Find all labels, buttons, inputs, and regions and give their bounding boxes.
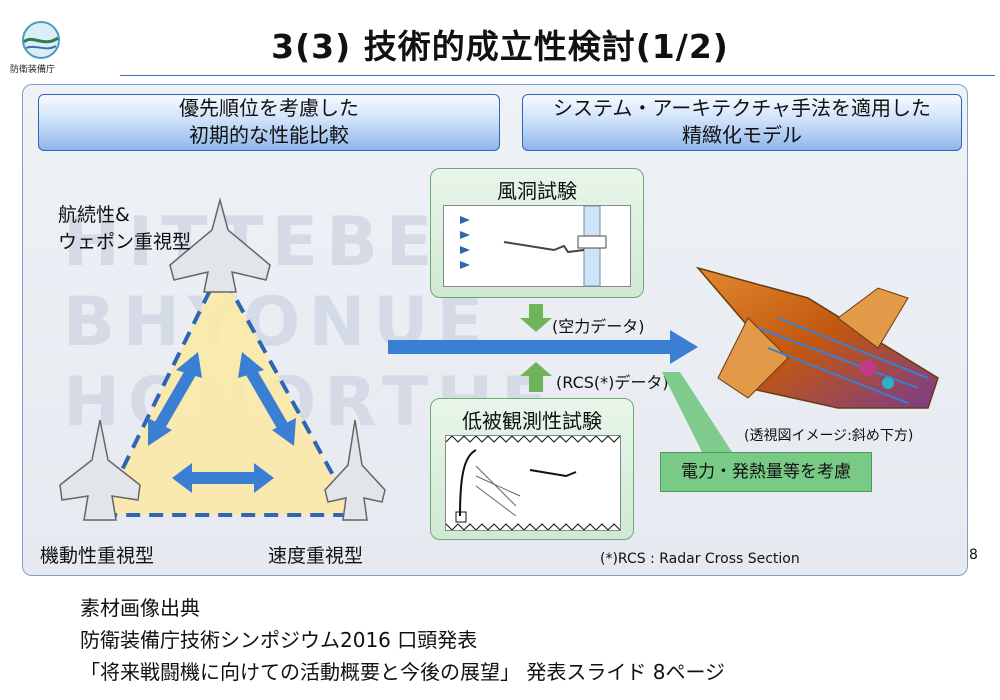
organization-name: 防衛装備庁 — [10, 65, 56, 75]
model-aircraft-icon — [503, 241, 585, 254]
banner-initial-comparison: 優先順位を考慮した 初期的な性能比較 — [38, 94, 500, 151]
rcs-footnote: (*)RCS : Radar Cross Section — [600, 551, 800, 567]
source-line-2: 「将来戦闘機に向けての活動概要と今後の展望」 発表スライド 8ページ — [80, 660, 726, 684]
wind-tunnel-box: 風洞試験 — [430, 168, 644, 298]
up-arrow-icon — [520, 362, 552, 392]
label-range-weapon: 航続性& ウェポン重視型 — [58, 202, 191, 256]
page-number: 8 — [969, 547, 978, 563]
triangle-fill — [100, 270, 355, 515]
note-pointer-icon — [662, 372, 732, 452]
banner-line: 優先順位を考慮した — [179, 96, 359, 120]
triangle-edge — [96, 265, 359, 517]
banner-line: 初期的な性能比較 — [189, 123, 349, 147]
slide-title: 3(3) 技術的成立性検討(1/2) — [271, 27, 729, 66]
banner-refined-model: システム・アーキテクチャ手法を適用した 精緻化モデル — [522, 94, 962, 151]
airflow-arrow-icon — [460, 216, 470, 269]
aircraft-left-icon — [59, 419, 141, 521]
wind-tunnel-illustration — [443, 205, 631, 287]
aircraft-right-icon — [324, 419, 386, 521]
tradeoff-triangle — [59, 197, 386, 521]
source-line-1: 防衛装備庁技術シンポジウム2016 口頭発表 — [80, 628, 478, 652]
refined-model-aircraft-icon — [695, 266, 939, 409]
rcs-data-label: (RCS(*)データ) — [556, 373, 669, 392]
right-edge-double-arrow — [238, 352, 296, 446]
test-aircraft-icon — [529, 469, 577, 478]
bottom-edge-double-arrow — [172, 463, 274, 493]
label-line: 航続性& — [58, 204, 130, 226]
flow-arrows — [388, 304, 698, 392]
aircraft-top-icon — [169, 197, 271, 293]
label-line: ウェポン重視型 — [58, 231, 192, 253]
power-heat-note: 電力・発熱量等を考慮 — [660, 452, 872, 492]
source-heading: 素材画像出典 — [80, 596, 200, 620]
banner-line: システム・アーキテクチャ手法を適用した — [553, 96, 931, 120]
label-maneuverability: 機動性重視型 — [40, 545, 155, 567]
aero-data-label: (空力データ) — [552, 317, 645, 336]
label-speed: 速度重視型 — [268, 545, 364, 567]
title-underline — [120, 75, 995, 76]
banner-line: 精緻化モデル — [682, 123, 802, 147]
anechoic-chamber-illustration — [445, 435, 621, 531]
rcs-test-title: 低被観測性試験 — [462, 409, 602, 433]
wind-tunnel-title: 風洞試験 — [497, 179, 577, 203]
model-view-caption: (透視図イメージ:斜め下方) — [744, 428, 914, 444]
rcs-test-box: 低被観測性試験 — [430, 398, 634, 540]
down-arrow-icon — [520, 304, 552, 332]
left-edge-double-arrow — [148, 352, 202, 446]
agency-logo-icon — [22, 21, 60, 59]
main-right-arrow-icon — [388, 330, 698, 364]
